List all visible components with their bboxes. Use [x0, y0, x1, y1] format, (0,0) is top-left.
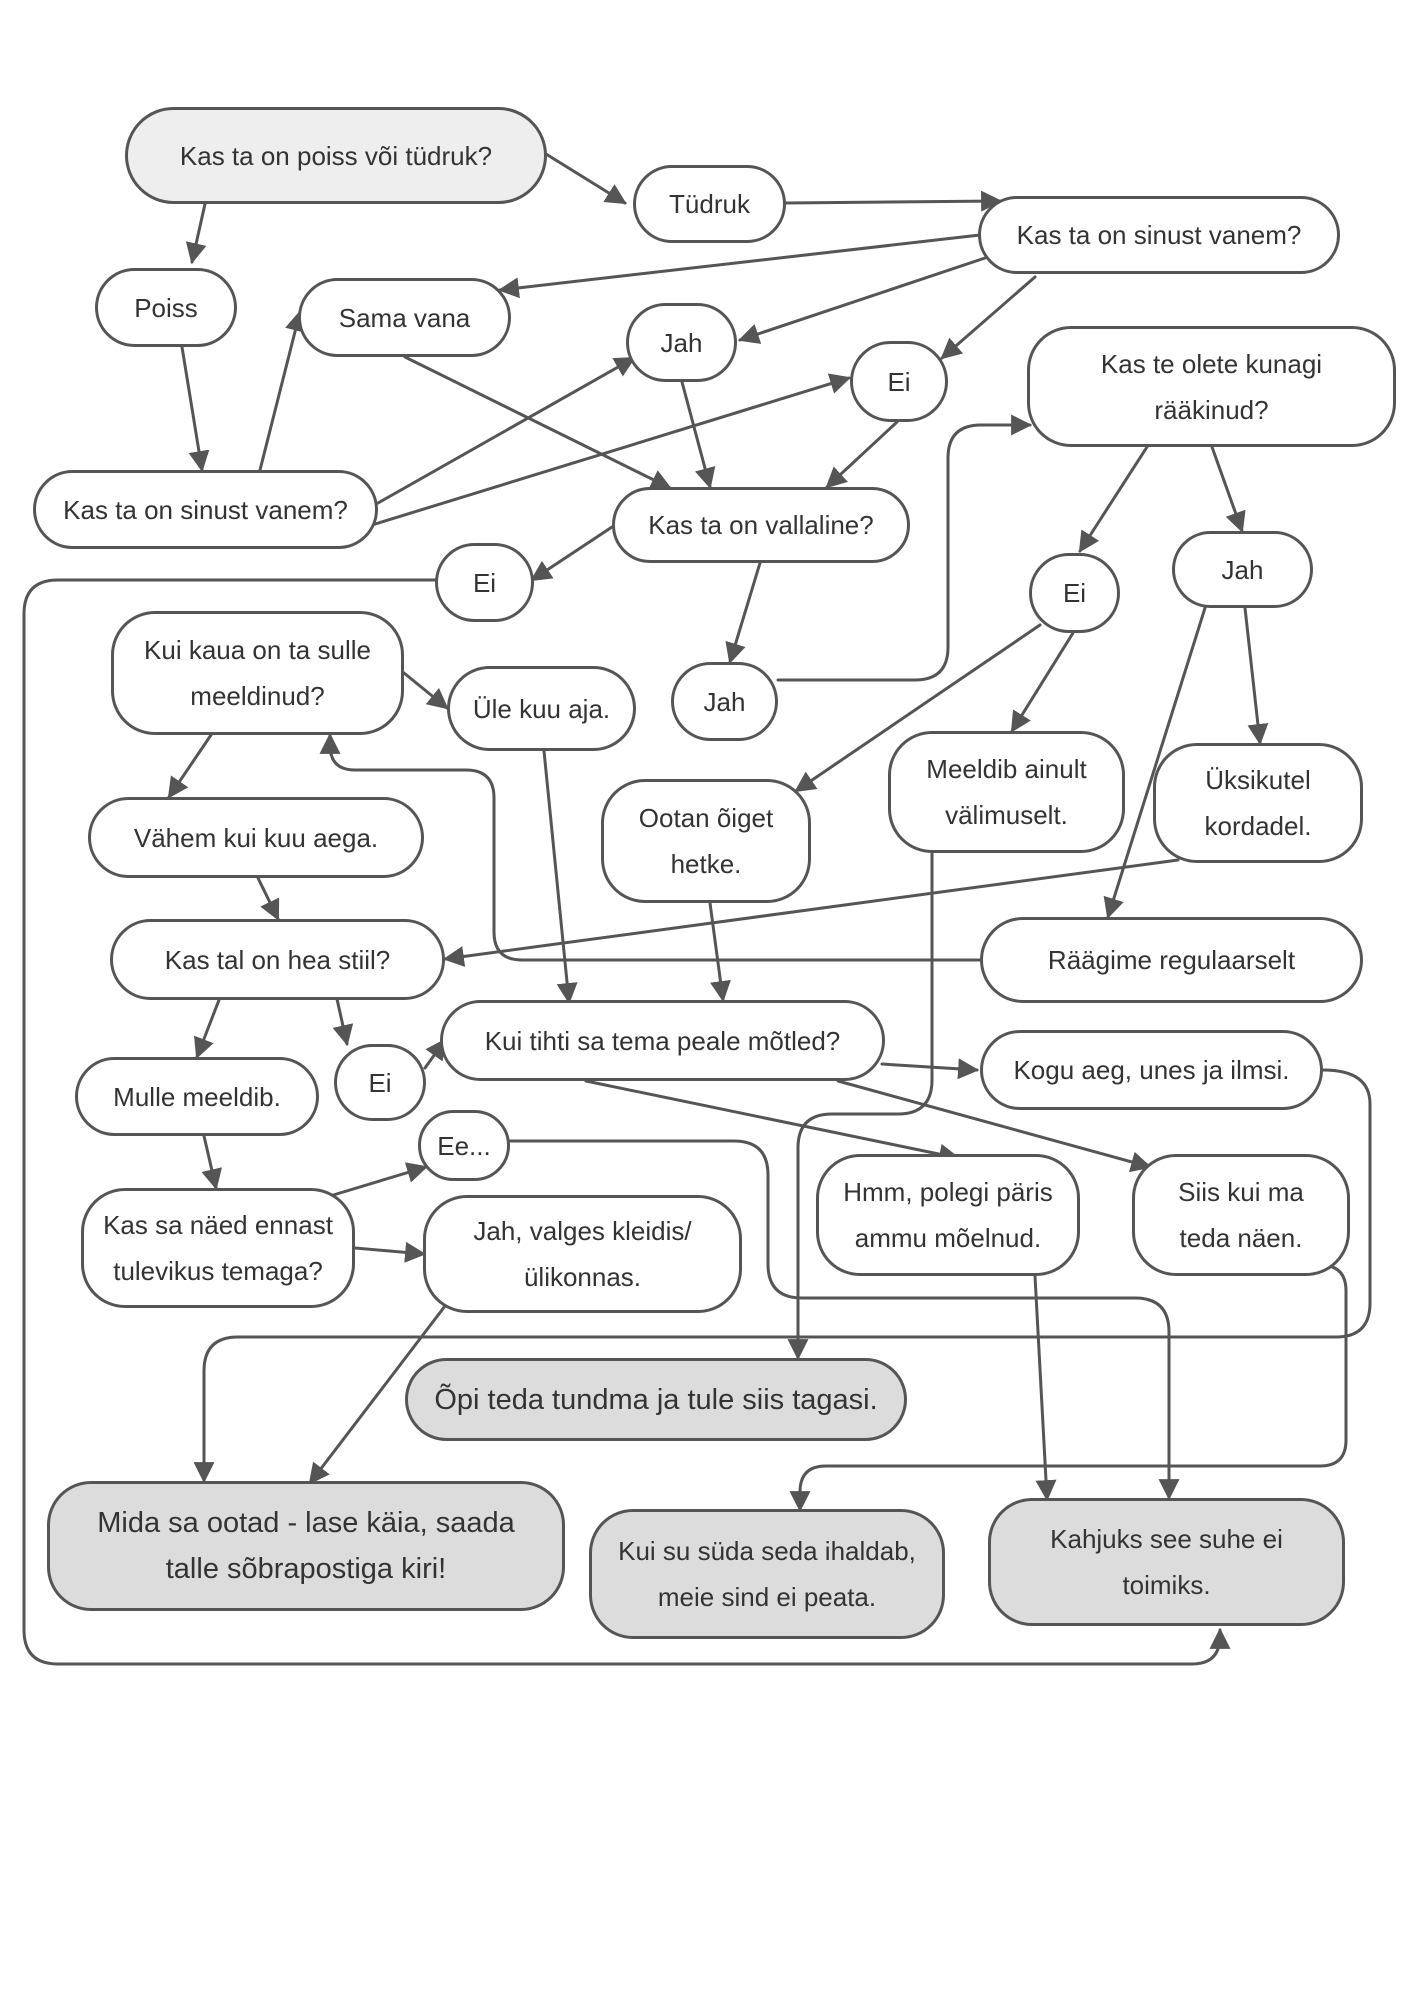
question-older-girl: Kas ta on sinust vanem? [978, 196, 1340, 274]
answer-no-older: Ei [850, 341, 948, 422]
edge-waiting-to-howoften [708, 901, 731, 1003]
answer-all-the-time: Kogu aeg, unes ja ilmsi. [980, 1030, 1323, 1110]
answer-same-age: Sama vana [298, 278, 511, 357]
answer-no-single: Ei [435, 543, 534, 622]
edge-olderboy-to-yes [376, 356, 636, 505]
question-how-often: Kui tihti sa tema peale mõtled? [440, 1000, 885, 1081]
edge-single-to-yes [725, 561, 762, 665]
edge-yessingle-to-talked [776, 414, 1033, 682]
edge-girl-to-older [784, 190, 1003, 212]
answer-over-month: Üle kuu aja. [447, 666, 636, 751]
edge-talked-to-no [1078, 445, 1149, 553]
question-gender: Kas ta on poiss või tüdruk? [125, 107, 547, 204]
answer-waiting: Ootan õiget hetke. [601, 779, 811, 903]
question-talked: Kas te olete kunagi rääkinud? [1027, 326, 1396, 447]
edge-no-to-single [825, 420, 899, 489]
edge-older-to-sameage [497, 233, 982, 299]
edge-older-to-yes [738, 256, 987, 344]
edge-ilike-to-future [201, 1134, 222, 1191]
edge-gender-to-girl [544, 152, 627, 205]
edge-yestalked-to-regularly [1103, 606, 1207, 920]
answer-occasionally: Üksikutel kordadel. [1153, 743, 1363, 863]
answer-hmm: Ee... [418, 1110, 510, 1181]
edge-howlong-to-overmonth [402, 671, 449, 710]
answer-yes-talked: Jah [1172, 531, 1313, 608]
edge-howoften-to-hmmnever [584, 1079, 961, 1165]
edge-yestalked-to-occasionally [1243, 606, 1269, 746]
edge-overmonth-to-howoften [542, 749, 578, 1005]
edge-nosingle-to-wontwork [22, 578, 1231, 1666]
answer-looks-only: Meeldib ainult välimuselt. [888, 731, 1125, 853]
question-older-boy: Kas ta on sinust vanem? [33, 470, 378, 549]
edge-talked-to-yes [1210, 445, 1246, 533]
edge-hmmnever-to-wontwork [1033, 1274, 1057, 1502]
edge-yes-to-single [680, 380, 716, 490]
edge-style-to-nostyle [332, 997, 354, 1047]
answer-yes-older: Jah [626, 303, 737, 382]
edge-boy-to-olderboy [180, 345, 210, 473]
edge-notalked-to-waiting [794, 623, 1042, 793]
edge-future-to-yesdress [353, 1241, 427, 1263]
edge-notalked-to-looks [1010, 631, 1075, 733]
edge-older-to-no [940, 275, 1037, 360]
edge-howoften-to-alltime [880, 1058, 980, 1080]
result-go-for-it: Mida sa ootad - lase käia, saada talle s… [47, 1481, 565, 1611]
edge-future-to-ee [328, 1162, 429, 1198]
edge-olderboy-to-no [370, 373, 852, 527]
question-style: Kas tal on hea stiil? [110, 919, 445, 1000]
edge-sameage-to-single [403, 355, 672, 490]
answer-when-see: Siis kui ma teda näen. [1132, 1154, 1350, 1276]
result-wont-work: Kahjuks see suhe ei toimiks. [988, 1498, 1345, 1626]
question-future: Kas sa näed ennast tulevikus temaga? [81, 1188, 355, 1308]
edge-occasionally-to-style [442, 858, 1180, 967]
edge-lessmonth-to-style [256, 876, 280, 921]
edge-whensee-to-heart [789, 1263, 1348, 1513]
answer-boy: Poiss [95, 268, 237, 347]
answer-no-talked: Ei [1029, 553, 1120, 633]
answer-no-style: Ei [334, 1044, 426, 1121]
edge-alltime-to-go [193, 1068, 1372, 1484]
edge-looks-to-getknow [787, 851, 934, 1361]
answer-yes-single: Jah [671, 662, 778, 741]
answer-i-like: Mulle meeldib. [75, 1057, 319, 1136]
result-follow-heart: Kui su süda seda ihaldab, meie sind ei p… [589, 1509, 945, 1639]
edge-single-to-no [530, 525, 614, 582]
answer-talk-regularly: Räägime regulaarselt [980, 917, 1363, 1003]
answer-yes-dress: Jah, valges kleidis/ ülikonnas. [423, 1195, 742, 1313]
edge-style-to-ilike [194, 998, 221, 1059]
edge-regularly-to-howlong [319, 732, 982, 962]
answer-less-month: Vähem kui kuu aega. [88, 797, 424, 878]
question-how-long: Kui kaua on ta sulle meeldinud? [111, 611, 404, 735]
result-get-to-know: Õpi teda tundma ja tule siis tagasi. [405, 1358, 907, 1441]
edge-howlong-to-lessmonth [167, 733, 213, 799]
edge-howoften-to-whensee [836, 1079, 1153, 1173]
answer-girl: Tüdruk [633, 165, 786, 243]
edge-olderboy-to-sameage [258, 309, 306, 472]
edge-ee-to-wontwork [508, 1139, 1180, 1501]
answer-hmm-never: Hmm, polegi päris ammu mõelnud. [816, 1154, 1080, 1276]
edge-gender-to-boy [185, 202, 207, 265]
question-single: Kas ta on vallaline? [612, 487, 910, 563]
